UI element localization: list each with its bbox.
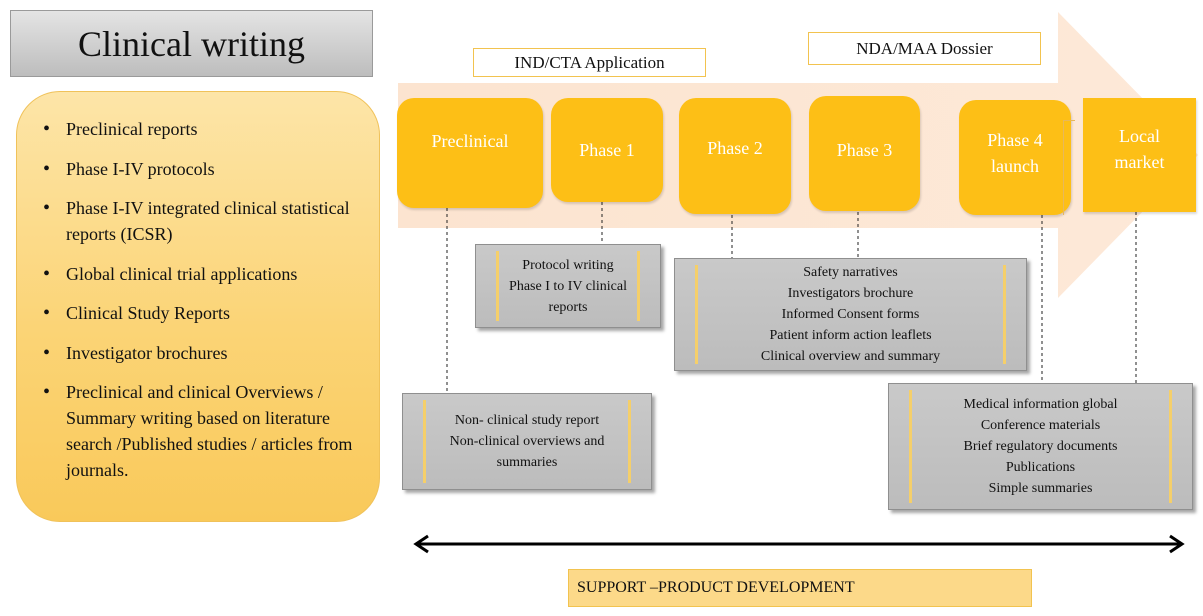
phase-4-launch: Phase 4 launch [959,100,1071,215]
list-item: Preclinical reports [43,116,359,142]
box-line: Investigators brochure [787,286,914,301]
phase-4-sublabel: launch [991,155,1039,176]
box-line: Informed Consent forms [781,307,920,322]
box-line: Clinical overview and summary [760,349,941,364]
local-market-sublabel: market [1114,152,1165,172]
box-line: Non-clinical overviews and [449,434,605,449]
non-clinical-study-box: Non- clinical study report Non-clinical … [402,393,652,490]
box-line: Safety narratives [803,265,898,280]
phase-preclinical: Preclinical [397,98,543,208]
phase-4-accent-line [1063,120,1075,215]
phase-2: Phase 2 [679,98,791,214]
box-line: Conference materials [980,418,1101,433]
local-market-label: Local [1119,126,1160,146]
safety-narratives-box: Safety narratives Investigators brochure… [674,258,1027,371]
support-product-development-label: SUPPORT –PRODUCT DEVELOPMENT [568,569,1032,607]
support-timeline-arrow [413,534,1185,554]
clinical-writing-list-panel: Preclinical reports Phase I-IV protocols… [16,91,380,522]
phase-4-label: Phase 4 [987,129,1043,150]
box-line: Publications [1005,460,1076,475]
box-line: Protocol writing [522,257,614,273]
box-line: Simple summaries [988,481,1093,496]
page-title: Clinical writing [10,10,373,77]
list-item: Clinical Study Reports [43,300,359,326]
box-line: Non- clinical study report [454,413,600,428]
box-line: Brief regulatory documents [963,439,1118,454]
phase-3: Phase 3 [809,96,920,211]
phase-local-market: Local market [1083,98,1196,212]
box-line: reports [548,299,588,315]
nda-maa-dossier-label: NDA/MAA Dossier [808,32,1041,65]
list-item: Phase I-IV integrated clinical statistic… [43,195,359,247]
medical-information-box: Medical information global Conference ma… [888,383,1193,510]
box-line: summaries [496,455,558,470]
box-line: Medical information global [963,397,1118,412]
list-item: Phase I-IV protocols [43,156,359,182]
protocol-writing-box: Protocol writing Phase I to IV clinical … [475,244,661,328]
clinical-writing-list: Preclinical reports Phase I-IV protocols… [43,116,359,483]
list-item: Global clinical trial applications [43,261,359,287]
arrow-shape [398,12,1198,298]
box-line: Patient inform action leaflets [769,328,932,343]
box-line: Phase I to IV clinical [509,278,627,294]
dashed-connectors [446,202,1137,393]
phase-1: Phase 1 [551,98,663,202]
list-item: Investigator brochures [43,340,359,366]
list-item: Preclinical and clinical Overviews / Sum… [43,379,359,483]
ind-cta-application-label: IND/CTA Application [473,48,706,77]
